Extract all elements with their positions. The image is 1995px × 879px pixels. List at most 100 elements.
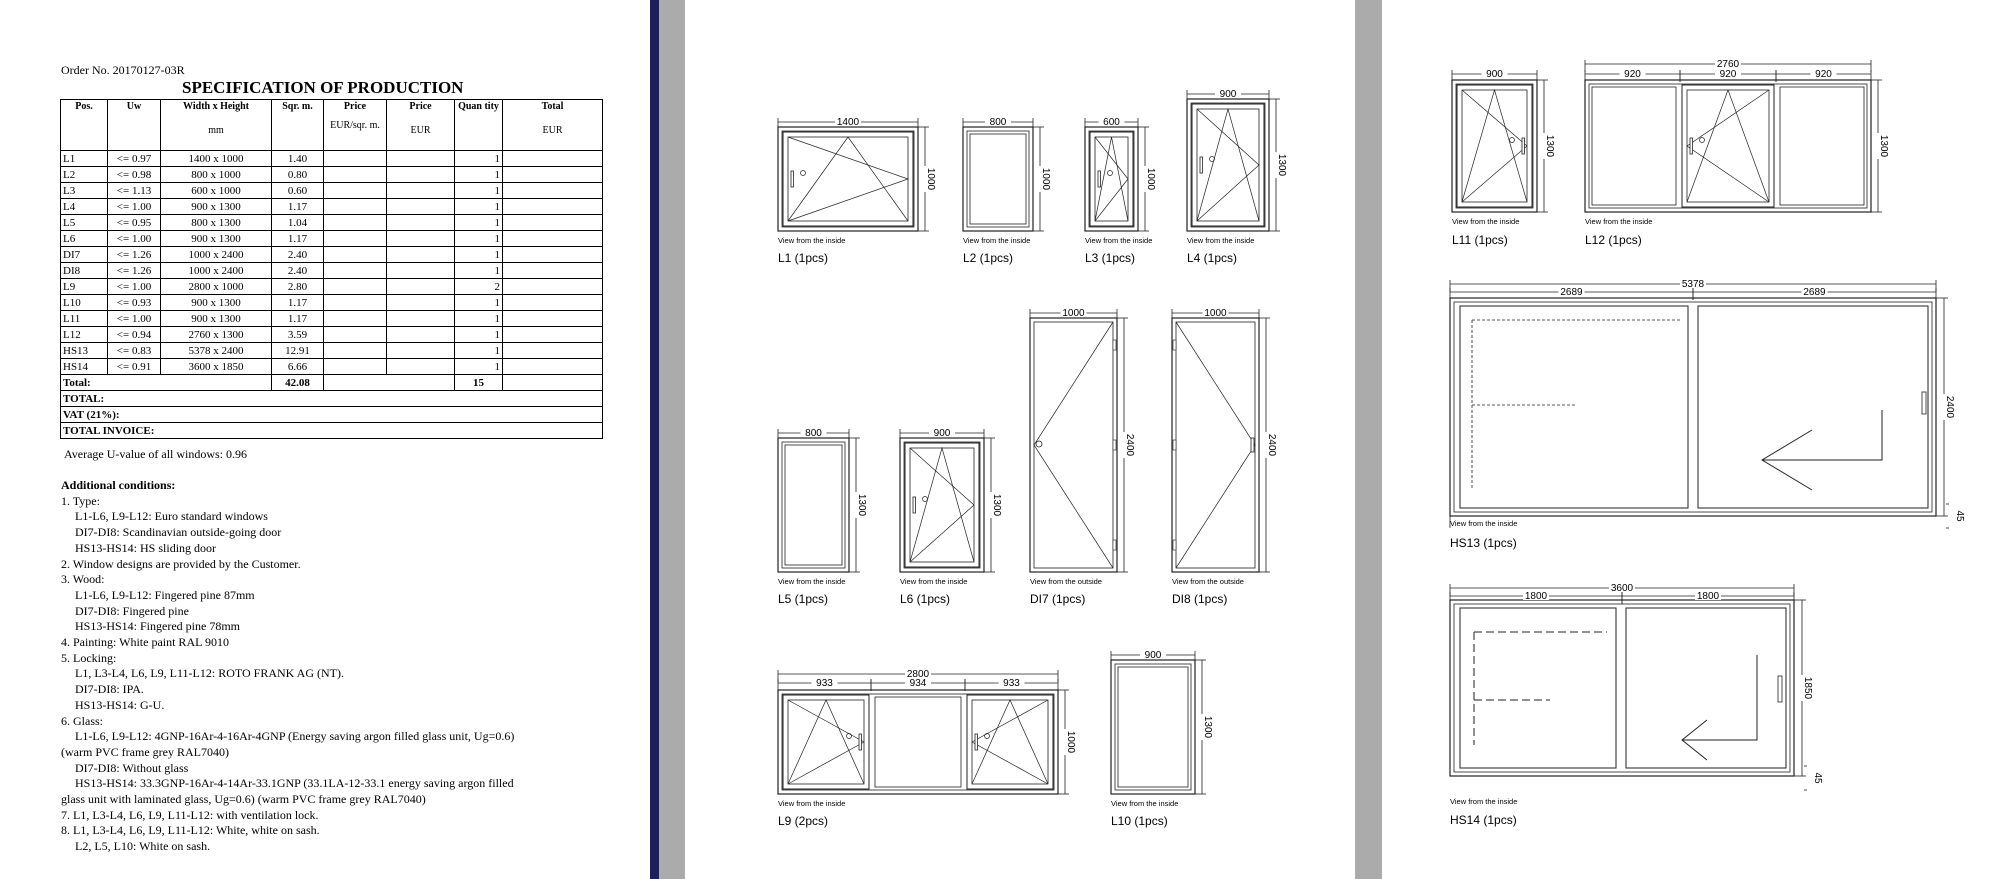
- cell-sqm: 2.80: [271, 278, 324, 295]
- segment-dimension: 920: [1720, 69, 1737, 80]
- cell-sqm: 3.59: [271, 326, 324, 343]
- cell-total: [502, 230, 603, 247]
- hinge-icon: [1172, 339, 1177, 351]
- dimension-label-bg: [1140, 650, 1166, 659]
- condition-line: 4. Painting: White paint RAL 9010: [61, 635, 229, 650]
- view-note: View from the inside: [1452, 217, 1519, 226]
- drawing-caption: L6 (1pcs): [900, 592, 950, 606]
- inner-frame: [1175, 321, 1256, 569]
- dimension-label-bg: [851, 492, 860, 518]
- outer-frame: [1451, 79, 1538, 213]
- inner-frame: [1453, 301, 1933, 513]
- view-note: View from the inside: [778, 236, 845, 245]
- cell-price-sqm: [323, 150, 387, 167]
- cell-pos: HS13: [60, 342, 108, 359]
- condition-line: glass unit with laminated glass, Ug=0.6)…: [61, 792, 426, 807]
- vent-lock-icon: [846, 733, 852, 739]
- dimension-label-bg: [1523, 591, 1549, 600]
- sash-frame: [904, 442, 980, 568]
- door-handle-icon: [1250, 437, 1255, 453]
- page-divider: [650, 0, 659, 879]
- vent-lock-icon: [1509, 137, 1515, 143]
- width-dimension: 600: [1103, 117, 1120, 128]
- glass-pane: [971, 699, 1049, 785]
- width-dimension: 3600: [1611, 583, 1634, 594]
- hinge-icon: [1112, 439, 1117, 451]
- door-opening-line: [1175, 321, 1256, 569]
- tilt-opening-line: [909, 446, 975, 563]
- cell-size: 800 x 1300: [160, 214, 272, 231]
- condition-line: 1. Type:: [61, 493, 100, 508]
- tilt-opening-line: [1196, 107, 1260, 222]
- condition-line: L1-L6, L9-L12: Fingered pine 87mm: [75, 587, 255, 602]
- width-dimension: 2760: [1717, 59, 1740, 70]
- drawing-caption: L12 (1pcs): [1585, 233, 1642, 247]
- cell-pos: L10: [60, 294, 108, 311]
- dimension-label-bg: [986, 492, 995, 518]
- fixed-glass: [1779, 86, 1865, 206]
- cell-pos: L3: [60, 182, 108, 199]
- cell-price-sqm: [323, 214, 387, 231]
- dimension-label-bg: [1695, 591, 1721, 600]
- cell-sqm: 1.17: [271, 230, 324, 247]
- cell-qty: 1: [454, 294, 503, 311]
- cell-uw: <= 1.00: [107, 198, 161, 215]
- condition-line: L2, L5, L10: White on sash.: [75, 839, 211, 854]
- condition-line: 8. L1, L3-L4, L6, L9, L11-L12: White, wh…: [61, 823, 320, 838]
- cell-pos: DI7: [60, 246, 108, 263]
- dimension-label-bg: [905, 678, 931, 687]
- col-pos: Pos.: [60, 99, 108, 151]
- cell-price-sqm: [323, 262, 387, 279]
- cell-sqm: 0.60: [271, 182, 324, 199]
- condition-line: L1, L3-L4, L6, L9, L11-L12: ROTO FRANK A…: [75, 666, 344, 681]
- segment-dimension: 920: [1624, 69, 1641, 80]
- dimension-label-bg: [1060, 729, 1069, 755]
- condition-line: L1-L6, L9-L12: Euro standard windows: [75, 509, 268, 524]
- cell-uw: <= 1.00: [107, 310, 161, 327]
- cell-price: [386, 310, 455, 327]
- slide-arrow-head: [1761, 429, 1813, 491]
- cell-qty: 1: [454, 198, 503, 215]
- segment-dimension: 1800: [1697, 591, 1720, 602]
- cell-price-sqm: [323, 182, 387, 199]
- cell-price: [386, 342, 455, 359]
- view-note: View from the inside: [1450, 519, 1517, 528]
- col-qty: Quan tity: [454, 99, 503, 151]
- dimension-label-bg: [1558, 287, 1585, 296]
- cell-sqm: 1.17: [271, 310, 324, 327]
- inner-frame: [781, 441, 846, 569]
- drawing-caption: DI8 (1pcs): [1172, 592, 1227, 606]
- view-note: View from the outside: [1172, 577, 1244, 586]
- view-note: View from the inside: [1585, 217, 1652, 226]
- sash-frame: [966, 694, 1054, 790]
- col-uw: Uw: [107, 99, 161, 151]
- segment-dimension: 934: [910, 678, 927, 689]
- cell-total: [502, 310, 603, 327]
- cell-pos: DI8: [60, 262, 108, 279]
- cell-size: 900 x 1300: [160, 198, 272, 215]
- cell-price-sqm: [323, 278, 387, 295]
- height-dimension: 1300: [991, 494, 1002, 517]
- tilt-opening-line: [971, 699, 1049, 785]
- outer-frame: [1110, 659, 1196, 795]
- sash-frame: [1681, 84, 1775, 208]
- threshold-dimension: 45: [1954, 510, 1965, 522]
- cell-qty: 1: [454, 182, 503, 199]
- dimension-label-bg: [1801, 287, 1828, 296]
- dimension-label-bg: [811, 678, 838, 687]
- segment-dimension: 933: [816, 678, 833, 689]
- inner-frame: [781, 130, 915, 228]
- dimension-label-bg: [985, 117, 1011, 126]
